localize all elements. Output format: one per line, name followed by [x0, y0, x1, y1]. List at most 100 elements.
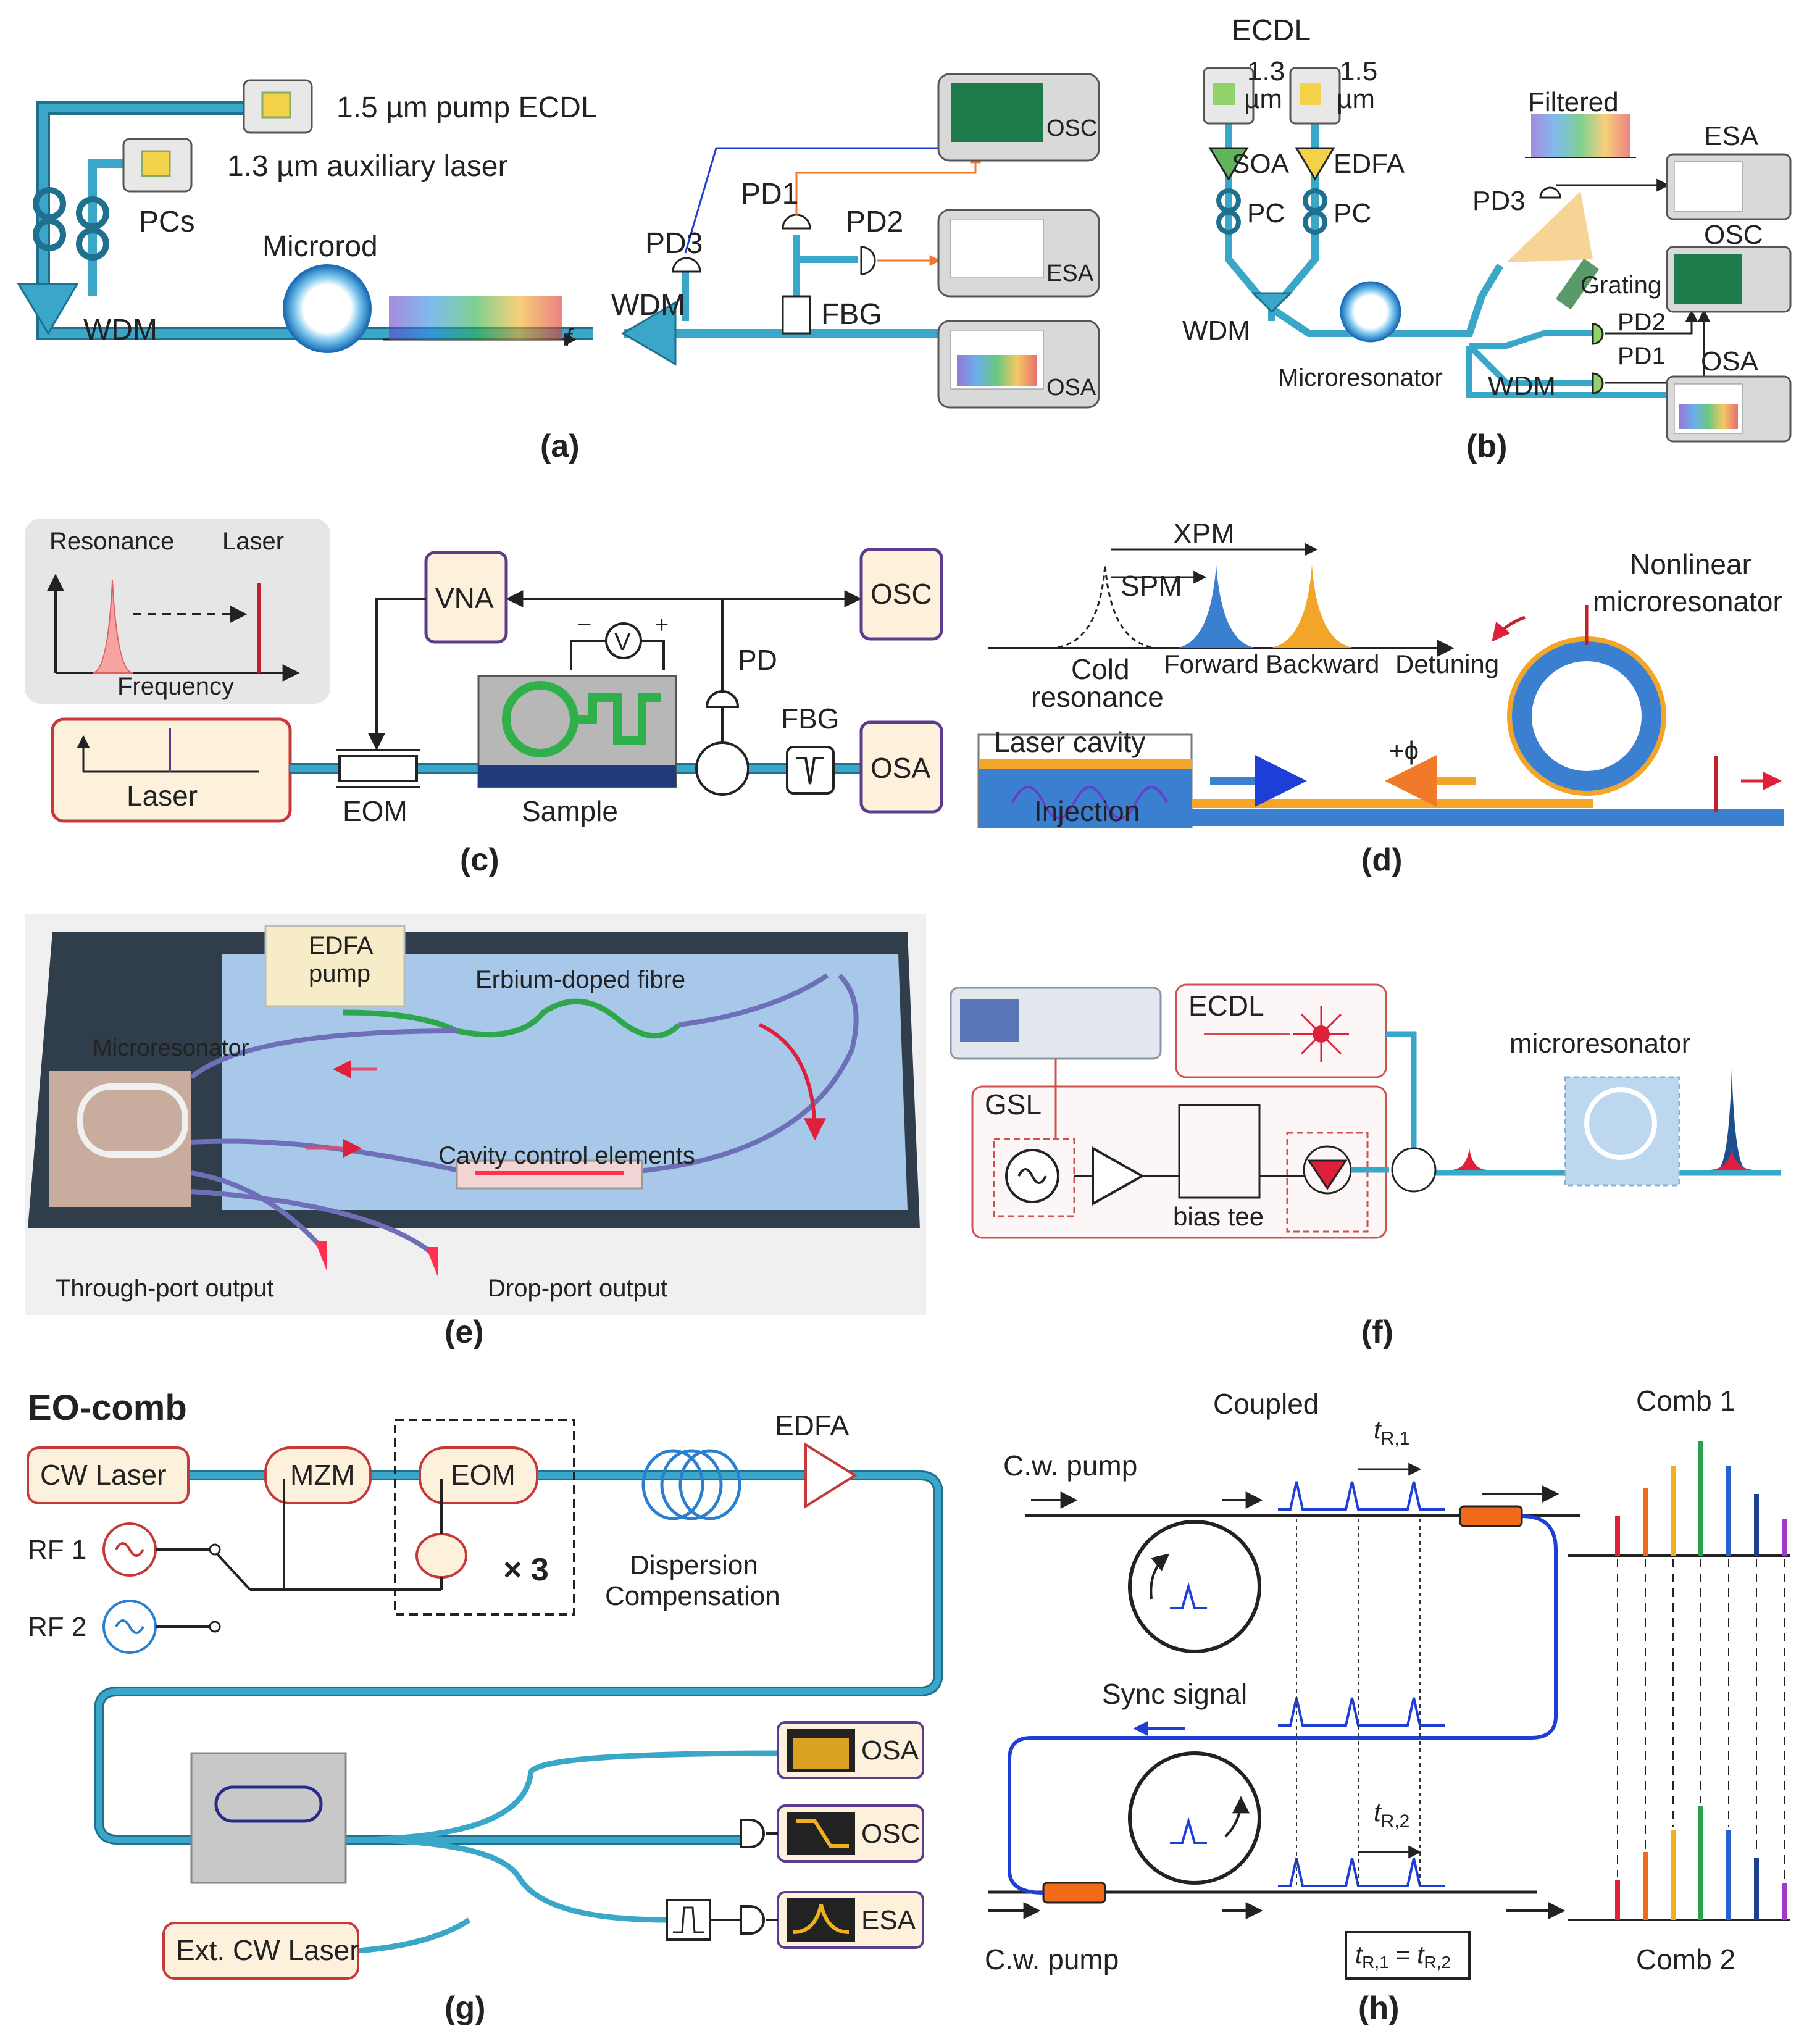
signal-generator[interactable]	[950, 987, 1162, 1060]
panel-label-e: (e)	[445, 1314, 484, 1350]
label-esa-g: ESA	[861, 1905, 916, 1935]
label-edfa-g: EDFA	[775, 1409, 849, 1441]
ring-top-h[interactable]	[1128, 1520, 1261, 1653]
pd-c[interactable]	[705, 690, 740, 743]
osa-b-instrument[interactable]	[1666, 375, 1792, 443]
pump-ecdl-laser[interactable]	[243, 79, 313, 134]
label-fbg: FBG	[821, 298, 882, 331]
panel-label-c: (c)	[460, 842, 499, 878]
soa-amp[interactable]	[1208, 147, 1249, 181]
microresonator-b[interactable]	[1340, 281, 1401, 343]
pd3-b[interactable]	[1539, 186, 1561, 199]
label-pcs: PCs	[139, 206, 195, 238]
label-cold1: Cold	[1071, 653, 1130, 685]
nonlinear-ring[interactable]	[1507, 636, 1666, 796]
label-xpm: XPM	[1173, 517, 1235, 549]
panel-f: ECDL GSL bias tee microresonator (f)	[950, 983, 1781, 1350]
label-bias-tee: bias tee	[1173, 1202, 1264, 1231]
fbg-filter-c[interactable]	[786, 746, 835, 795]
ext-cw-laser-box[interactable]	[162, 1922, 359, 1980]
label-ecdl-f: ECDL	[1188, 990, 1264, 1022]
osc-instrument[interactable]	[937, 73, 1100, 162]
wdm-right-coupler[interactable]	[621, 301, 677, 366]
panel-label-d: (d)	[1361, 842, 1402, 878]
label-forward: Forward	[1164, 649, 1259, 678]
label-wdm-left: WDM	[83, 314, 157, 346]
comb-alignment-dashes	[1617, 1559, 1785, 1880]
label-osc: OSC	[1046, 115, 1097, 141]
pd-esa-g[interactable]	[740, 1905, 765, 1935]
pd2-b[interactable]	[1592, 323, 1604, 345]
wdm-b-coupler[interactable]	[1251, 292, 1293, 314]
pc-coils-b[interactable]	[1216, 188, 1327, 235]
label-comb2: Comb 2	[1636, 1943, 1735, 1975]
label-15-unit: µm	[1337, 84, 1375, 114]
esa-b-instrument[interactable]	[1666, 153, 1792, 220]
label-osa-b: OSA	[1701, 346, 1759, 377]
label-detuning: Detuning	[1395, 649, 1499, 678]
aux-laser[interactable]	[122, 138, 193, 193]
bias-tee-box[interactable]	[1178, 1104, 1261, 1199]
label-rf1: RF 1	[28, 1535, 86, 1565]
label-rf2: RF 2	[28, 1612, 86, 1642]
esa-instrument[interactable]	[937, 209, 1100, 298]
ring-bottom-h[interactable]	[1128, 1751, 1261, 1885]
label-eo-comb: EO-comb	[28, 1388, 187, 1428]
ecdl-box-f[interactable]	[1175, 983, 1387, 1078]
pd3-detector[interactable]	[672, 257, 701, 273]
osa-box-c[interactable]	[859, 720, 943, 814]
label-wdm2-b: WDM	[1488, 371, 1556, 401]
label-plus: +	[654, 611, 669, 638]
pc-coils[interactable]	[33, 187, 109, 261]
osc-b-instrument[interactable]	[1666, 246, 1792, 313]
label-backward: Backward	[1266, 649, 1379, 678]
microresonator-chip-e[interactable]	[49, 1071, 191, 1207]
phase-shifter[interactable]	[415, 1533, 467, 1579]
ecdl-13-laser[interactable]	[1203, 67, 1255, 125]
coupler-bottom-h[interactable]	[1042, 1882, 1106, 1904]
circulator-f[interactable]	[1391, 1147, 1437, 1193]
label-vna: VNA	[435, 582, 494, 614]
eom-box-g[interactable]	[419, 1446, 538, 1504]
label-microresonator-b: Microresonator	[1278, 364, 1443, 391]
dispersion-coil[interactable]	[641, 1449, 741, 1520]
microresonator-f[interactable]	[1564, 1076, 1680, 1187]
filtered-beam	[1506, 191, 1593, 262]
label-soa: SOA	[1232, 149, 1290, 179]
panel-d: XPM SPM Nonlinear microresonator Cold re…	[977, 517, 1784, 878]
laser-diode-f[interactable]	[1307, 1159, 1348, 1190]
microrod[interactable]	[283, 264, 372, 353]
pd1-b[interactable]	[1592, 372, 1604, 394]
circulator-c[interactable]	[695, 741, 749, 796]
label-comb1: Comb 1	[1636, 1385, 1735, 1417]
pd-osc-g[interactable]	[740, 1819, 765, 1848]
pd2-detector[interactable]	[860, 246, 876, 275]
osa-instrument[interactable]	[937, 320, 1100, 409]
panel-label-h: (h)	[1358, 1990, 1399, 2026]
label-sync: Sync signal	[1102, 1678, 1247, 1710]
microresonator-chip-g[interactable]	[190, 1752, 347, 1884]
mzm-box[interactable]	[264, 1446, 372, 1504]
edfa-g[interactable]	[804, 1442, 858, 1509]
wdm-left-coupler[interactable]	[17, 283, 79, 335]
panel-h: Coupled tR,1 C.w. pump Sync signal tR,2 …	[985, 1385, 1790, 2026]
label-grating: Grating	[1580, 272, 1661, 299]
osc-g-box[interactable]	[777, 1804, 924, 1863]
cw-laser-box[interactable]	[27, 1446, 190, 1504]
ecdl-15-laser[interactable]	[1289, 67, 1341, 125]
eom-modulator-c[interactable]	[336, 749, 420, 788]
osa-g-box[interactable]	[777, 1721, 924, 1779]
label-dispersion1: Dispersion	[630, 1550, 758, 1580]
fbg-grating[interactable]	[782, 295, 811, 335]
grating-b[interactable]	[1555, 258, 1600, 310]
filter-g[interactable]	[666, 1899, 711, 1941]
label-osa-c: OSA	[871, 752, 930, 784]
voltmeter[interactable]	[570, 622, 665, 670]
edfa-amp[interactable]	[1295, 147, 1335, 181]
sample-chip[interactable]	[477, 675, 677, 788]
coupler-top-h[interactable]	[1459, 1505, 1523, 1527]
edfa-pump-box[interactable]	[264, 925, 406, 1007]
pd1-detector[interactable]	[782, 214, 811, 230]
label-eom-c: EOM	[343, 795, 407, 827]
